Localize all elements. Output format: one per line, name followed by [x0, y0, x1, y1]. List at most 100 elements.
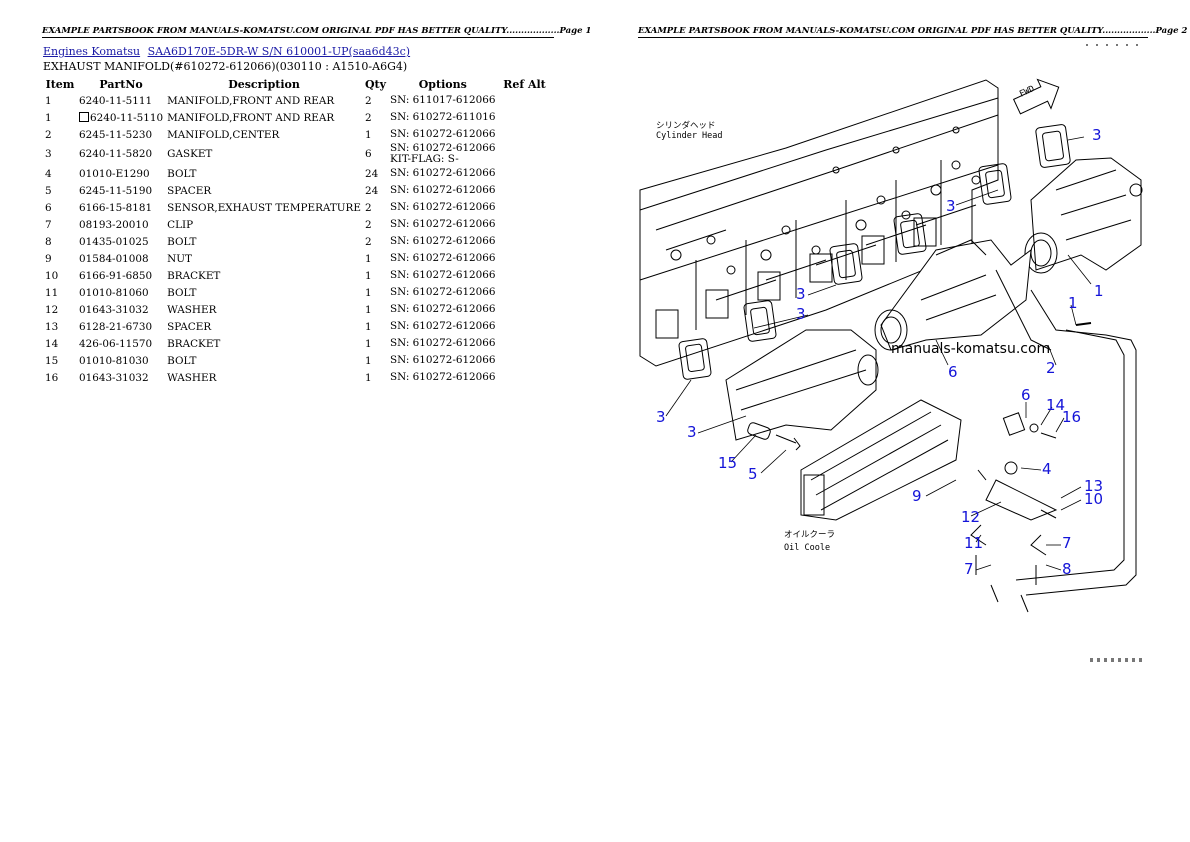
options-line: SN: 610272-612066 [390, 142, 496, 154]
callout-label: 4 [1042, 460, 1052, 478]
row-item-cell: 9 [45, 252, 52, 265]
row-options-cell: SN: 610272-612066 [390, 235, 496, 247]
callout-label: 14 [1046, 396, 1065, 414]
row-refalt-cell [498, 233, 552, 250]
row-qty-cell: 1 [364, 354, 372, 367]
row-partno-cell: 6245-11-5190 [79, 184, 153, 197]
row-partno-cell: 01435-01025 [79, 235, 149, 248]
row-item-cell: 1 [45, 111, 52, 124]
row-item-cell: 4 [45, 167, 52, 180]
row-description-cell: WASHER [167, 371, 217, 384]
callout-label: 16 [1062, 408, 1081, 426]
row-item-cell: 7 [45, 218, 52, 231]
row-partno-cell: 6240-11-5111 [79, 94, 153, 107]
callout-label: 3 [796, 285, 806, 303]
row-item-cell: 16 [45, 371, 59, 384]
manifold-front-drawing [1024, 157, 1143, 274]
row-refalt-cell [498, 335, 552, 352]
row-qty-cell: 1 [364, 303, 372, 316]
row-refalt-cell [498, 92, 552, 109]
row-refalt-cell [498, 250, 552, 267]
row-refalt-cell [498, 126, 552, 143]
part-number-text: 6240-11-5110 [90, 111, 164, 124]
row-qty-cell: 1 [364, 371, 372, 384]
callout-label: 3 [656, 408, 666, 426]
row-refalt-cell [498, 301, 552, 318]
row-qty-cell: 6 [364, 148, 372, 160]
cylinder-head-label: Cylinder Head [656, 131, 723, 141]
row-refalt-cell [498, 352, 552, 369]
callout-label: 10 [1084, 490, 1103, 508]
callout-label: 1 [1094, 282, 1104, 300]
col-qty-header: Qty [364, 77, 387, 91]
callout-label: 6 [1021, 386, 1031, 404]
callout-label: 15 [718, 454, 737, 472]
oil-cooler-drawing [800, 399, 962, 521]
breadcrumb: Engines Komatsu SAA6D170E-5DR-W S/N 6100… [43, 45, 414, 58]
parts-table: Item PartNo Description Qty Options Ref … [43, 76, 552, 386]
watermark: manuals-komatsu.com [891, 341, 1050, 357]
row-description-cell: MANIFOLD,FRONT AND REAR [167, 94, 335, 107]
row-partno-cell: 6240-11-5110 [77, 109, 165, 126]
breadcrumb-link-model[interactable]: SAA6D170E-5DR-W S/N 610001-UP(saa6d43c) [147, 45, 411, 58]
row-options-cell: SN: 610272-612066 [390, 269, 496, 281]
row-checkbox[interactable] [79, 111, 89, 122]
cylinder-head-drawing [639, 79, 999, 367]
breadcrumb-link-engines[interactable]: Engines Komatsu [43, 45, 141, 58]
row-partno-cell: 01643-31032 [79, 303, 149, 316]
row-refalt-cell [498, 165, 552, 182]
callout-label: 13 [1084, 477, 1103, 495]
row-item-cell: 2 [45, 128, 52, 141]
row-options-cell: SN: 610272-612066 [390, 218, 496, 230]
row-item-cell: 8 [45, 235, 52, 248]
row-partno-cell: 6166-91-6850 [79, 269, 153, 282]
row-refalt-cell [498, 267, 552, 284]
row-description-cell: MANIFOLD,FRONT AND REAR [167, 111, 335, 124]
callout-label: 5 [748, 465, 758, 483]
row-qty-cell: 1 [364, 337, 372, 350]
row-options-cell: SN: 610272-612066 [390, 252, 496, 264]
row-qty-cell: 1 [364, 252, 372, 265]
row-options-cell: SN: 610272-611016 [390, 111, 496, 123]
row-refalt-cell [498, 216, 552, 233]
row-item-cell: 13 [45, 320, 59, 333]
row-partno-cell: 6166-15-8181 [79, 201, 153, 214]
row-options-cell: SN: 610272-612066 [390, 303, 496, 315]
row-partno-cell: 6128-21-6730 [79, 320, 153, 333]
fwd-arrow [1012, 78, 1060, 115]
row-partno-cell: 01584-01008 [79, 252, 149, 265]
row-options-cell: SN: 610272-612066 [390, 184, 496, 196]
row-description-cell: BOLT [167, 167, 197, 180]
callout-label: 3 [946, 197, 956, 215]
bolt-spacer-drawing [747, 422, 801, 451]
row-qty-cell: 24 [364, 184, 379, 197]
row-description-cell: SENSOR,EXHAUST TEMPERATURE [167, 201, 361, 214]
row-description-cell: BOLT [167, 235, 197, 248]
row-qty-cell: 2 [364, 111, 372, 124]
row-description-cell: CLIP [167, 218, 194, 231]
row-refalt-cell [498, 182, 552, 199]
row-qty-cell: 2 [364, 201, 372, 214]
options-kit-flag: KIT-FLAG: S- [390, 153, 459, 165]
row-refalt-cell [498, 318, 552, 335]
col-refalt-header: Ref Alt [503, 77, 546, 91]
row-item-cell: 14 [45, 337, 59, 350]
page-marks [1086, 44, 1142, 662]
row-partno-cell: 01010-81060 [79, 286, 149, 299]
row-qty-cell: 1 [364, 269, 372, 282]
sensor-pipe-drawing [970, 269, 1137, 613]
col-description-header: Description [228, 77, 300, 91]
callout-label: 7 [1062, 534, 1072, 552]
row-description-cell: WASHER [167, 303, 217, 316]
row-partno-cell: 01643-31032 [79, 371, 149, 384]
row-qty-cell: 2 [364, 218, 372, 231]
